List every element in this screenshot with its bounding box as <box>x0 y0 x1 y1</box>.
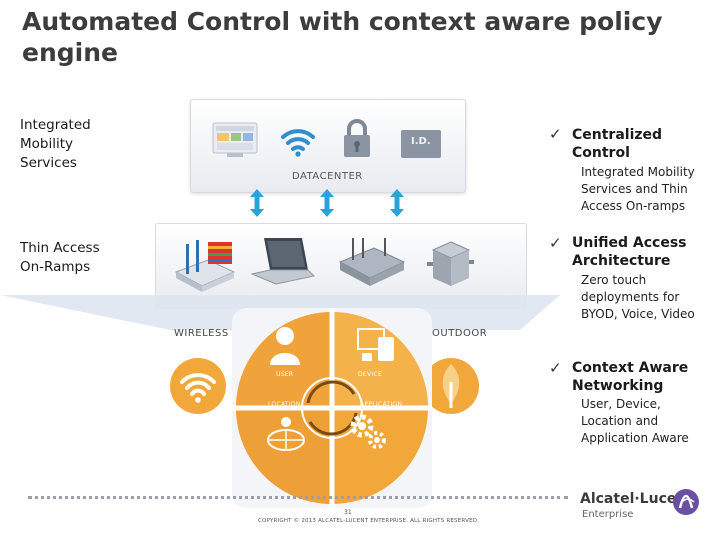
outdoor-label: OUTDOOR <box>432 328 488 339</box>
quadrant-device-label: DEVICE <box>358 371 383 378</box>
policy-engine-circle <box>232 308 432 508</box>
footer-divider <box>28 496 568 499</box>
lock-icon <box>344 119 370 157</box>
wifi-icon <box>281 129 315 157</box>
laptop-icon <box>250 238 316 285</box>
outdoor-access-point-icon <box>427 241 474 286</box>
user-icon <box>270 327 300 365</box>
bullet-subtext: Integrated Mobility Services and Thin Ac… <box>581 165 695 213</box>
outdoor-badge-icon <box>423 358 479 414</box>
devices-icon <box>357 328 394 361</box>
check-icon: ✓ <box>549 125 562 143</box>
id-card-icon: I.D. <box>401 130 441 158</box>
bullet-title: Context Aware Networking <box>572 360 689 394</box>
page-number: 31 <box>344 509 352 516</box>
wireless-label: WIRELESS <box>174 328 229 339</box>
location-globe-icon <box>267 417 305 451</box>
label-integrated-mobility: Integrated Mobility Services <box>20 117 91 171</box>
brand-subtitle: Enterprise <box>582 509 634 520</box>
quadrant-user-label: USER <box>276 371 294 378</box>
wireless-badge-icon <box>170 358 226 414</box>
bullet-title: Centralized Control <box>572 127 663 161</box>
quadrant-location-label: LOCATION <box>268 401 301 408</box>
brand-name: Alcatel·Lucent <box>580 491 694 507</box>
access-point-icon <box>174 240 236 292</box>
dashboard-icon <box>212 122 258 157</box>
alcatel-lucent-logo-icon <box>673 489 699 515</box>
check-icon: ✓ <box>549 359 562 377</box>
quadrant-application-label: APPLICATION <box>360 401 403 408</box>
gears-icon <box>350 414 386 449</box>
up-down-arrow-icon <box>320 189 334 217</box>
switch-icon <box>338 238 406 286</box>
label-thin-access: Thin Access On-Ramps <box>20 240 100 275</box>
slide-title: Automated Control with context aware pol… <box>22 7 663 67</box>
check-icon: ✓ <box>549 234 562 252</box>
bullet-subtext: Zero touch deployments for BYOD, Voice, … <box>581 273 695 321</box>
bullet-subtext: User, Device, Location and Application A… <box>581 397 689 445</box>
up-down-arrow-icon <box>250 189 264 217</box>
up-down-arrow-icon <box>390 189 404 217</box>
copyright-text: COPYRIGHT © 2013 ALCATEL-LUCENT ENTERPRI… <box>258 518 480 524</box>
datacenter-label: DATACENTER <box>292 171 363 182</box>
id-card-text: I.D. <box>411 136 431 147</box>
bullet-title: Unified Access Architecture <box>572 235 687 269</box>
